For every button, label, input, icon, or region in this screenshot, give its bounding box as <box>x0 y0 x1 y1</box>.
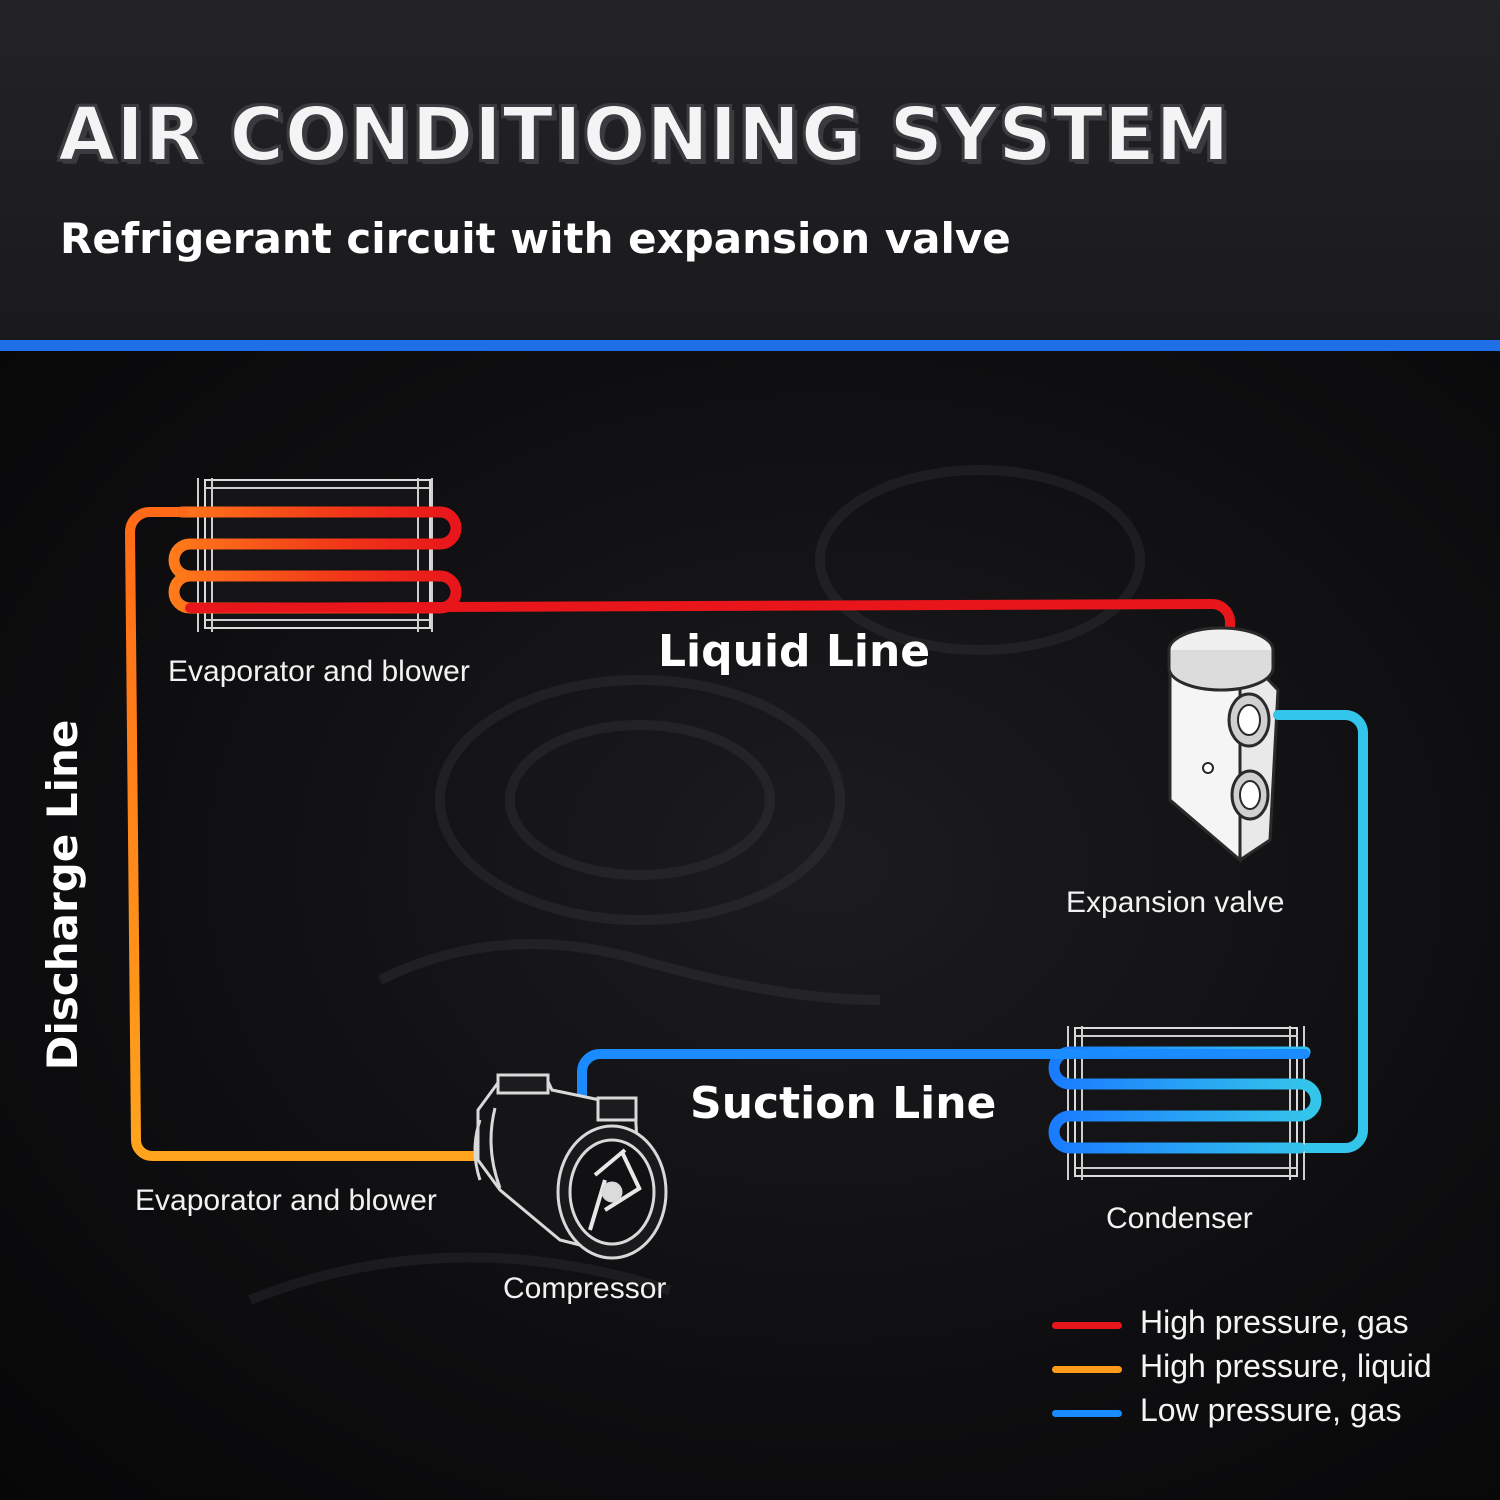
suction-line-pipe <box>577 1049 1310 1115</box>
compressor-icon <box>473 1073 668 1260</box>
legend-swatch-blue <box>1052 1410 1122 1417</box>
page-title: AIR CONDITIONING SYSTEM <box>57 91 1231 179</box>
evaporator-top-coil <box>168 506 462 614</box>
liquid-line-pipe <box>185 599 1235 645</box>
condenser-label: Condenser <box>1106 1202 1253 1235</box>
expansion-valve-icon <box>1167 626 1280 864</box>
accent-divider <box>0 340 1500 351</box>
liquid-line-label: Liquid Line <box>658 626 931 677</box>
page-subtitle: Refrigerant circuit with expansion valve <box>60 214 1011 263</box>
background-engine-silhouette <box>248 465 1145 1305</box>
legend-label: High pressure, gas <box>1140 1304 1409 1340</box>
discharge-line-pipe <box>125 507 483 1161</box>
legend-label: High pressure, liquid <box>1140 1348 1432 1384</box>
discharge-line-label: Discharge Line <box>38 719 87 1071</box>
suction-line-label: Suction Line <box>690 1078 997 1129</box>
header-banner: AIR CONDITIONING SYSTEM Refrigerant circ… <box>0 0 1500 342</box>
expansion-valve-label: Expansion valve <box>1066 886 1285 919</box>
evaporator-bottom-label: Evaporator and blower <box>135 1184 437 1217</box>
condenser-coil <box>1048 1046 1322 1154</box>
compressor-label: Compressor <box>503 1272 667 1305</box>
legend-swatch-red <box>1052 1322 1122 1329</box>
legend-label: Low pressure, gas <box>1140 1392 1402 1428</box>
valve-to-condenser-pipe <box>1273 710 1368 1153</box>
evaporator-top-label: Evaporator and blower <box>168 655 470 688</box>
legend-swatch-orange <box>1052 1366 1122 1373</box>
